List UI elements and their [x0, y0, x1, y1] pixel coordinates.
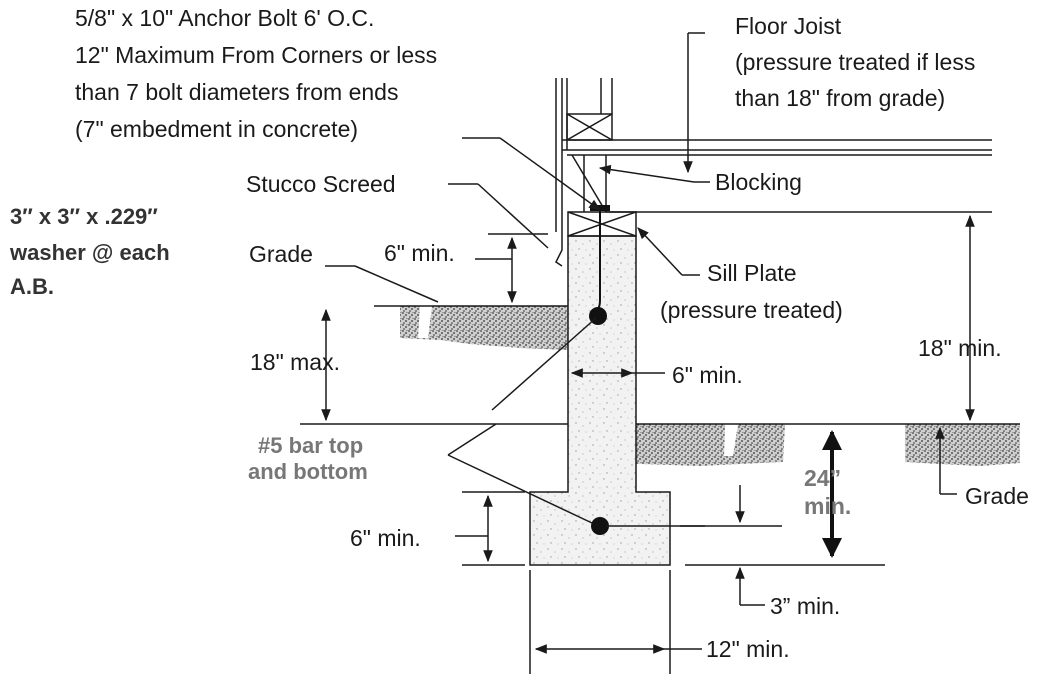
washer-label-line3: A.B. — [10, 274, 54, 295]
wall-framing — [555, 78, 992, 237]
sill-plate-label-line1: Sill Plate — [707, 260, 797, 286]
eighteen-max-label: 18" max. — [250, 349, 340, 375]
eighteen-min-label: 18" min. — [918, 335, 1002, 361]
sill-plate-label-line2: (pressure treated) — [660, 297, 843, 323]
stucco-screed-label: Stucco Screed — [246, 171, 396, 197]
rebar-label-line1: #5 bar top — [258, 433, 364, 458]
twelve-min-label: 12" min. — [706, 636, 790, 662]
floor-joist-label-line1: Floor Joist — [735, 13, 842, 39]
concrete-foundation — [529, 235, 671, 566]
anchor-bolt-label-line4: (7" embedment in concrete) — [75, 116, 359, 142]
anchor-bolt-label-line2: 12" Maximum From Corners or less — [75, 42, 438, 68]
six-min-top-label: 6" min. — [384, 240, 455, 266]
rebar-label-line2: and bottom — [248, 459, 368, 484]
twentyfour-min-label-line2: min. — [804, 493, 852, 519]
six-min-wall-label: 6" min. — [672, 362, 743, 388]
soil-left — [400, 306, 568, 350]
anchor-bolt-label-line1: 5/8" x 10" Anchor Bolt 6' O.C. — [75, 5, 375, 31]
washer-label-line2: washer @ each — [10, 240, 170, 265]
washer-label-line1: 3″ x 3″ x .229″ — [10, 204, 158, 229]
grade-label-left: Grade — [249, 241, 313, 267]
grade-label-right: Grade — [965, 483, 1029, 509]
twentyfour-min-label-line1: 24” — [804, 465, 842, 491]
floor-joist-label-line3: than 18" from grade) — [735, 85, 946, 111]
six-min-footing-label: 6" min. — [350, 525, 421, 551]
anchor-bolt-label-line3: than 7 bolt diameters from ends — [75, 79, 399, 105]
soil-right — [636, 424, 1020, 466]
blocking-label: Blocking — [715, 169, 802, 195]
three-min-label: 3” min. — [770, 593, 841, 619]
floor-joist-label-line2: (pressure treated if less — [735, 49, 976, 75]
